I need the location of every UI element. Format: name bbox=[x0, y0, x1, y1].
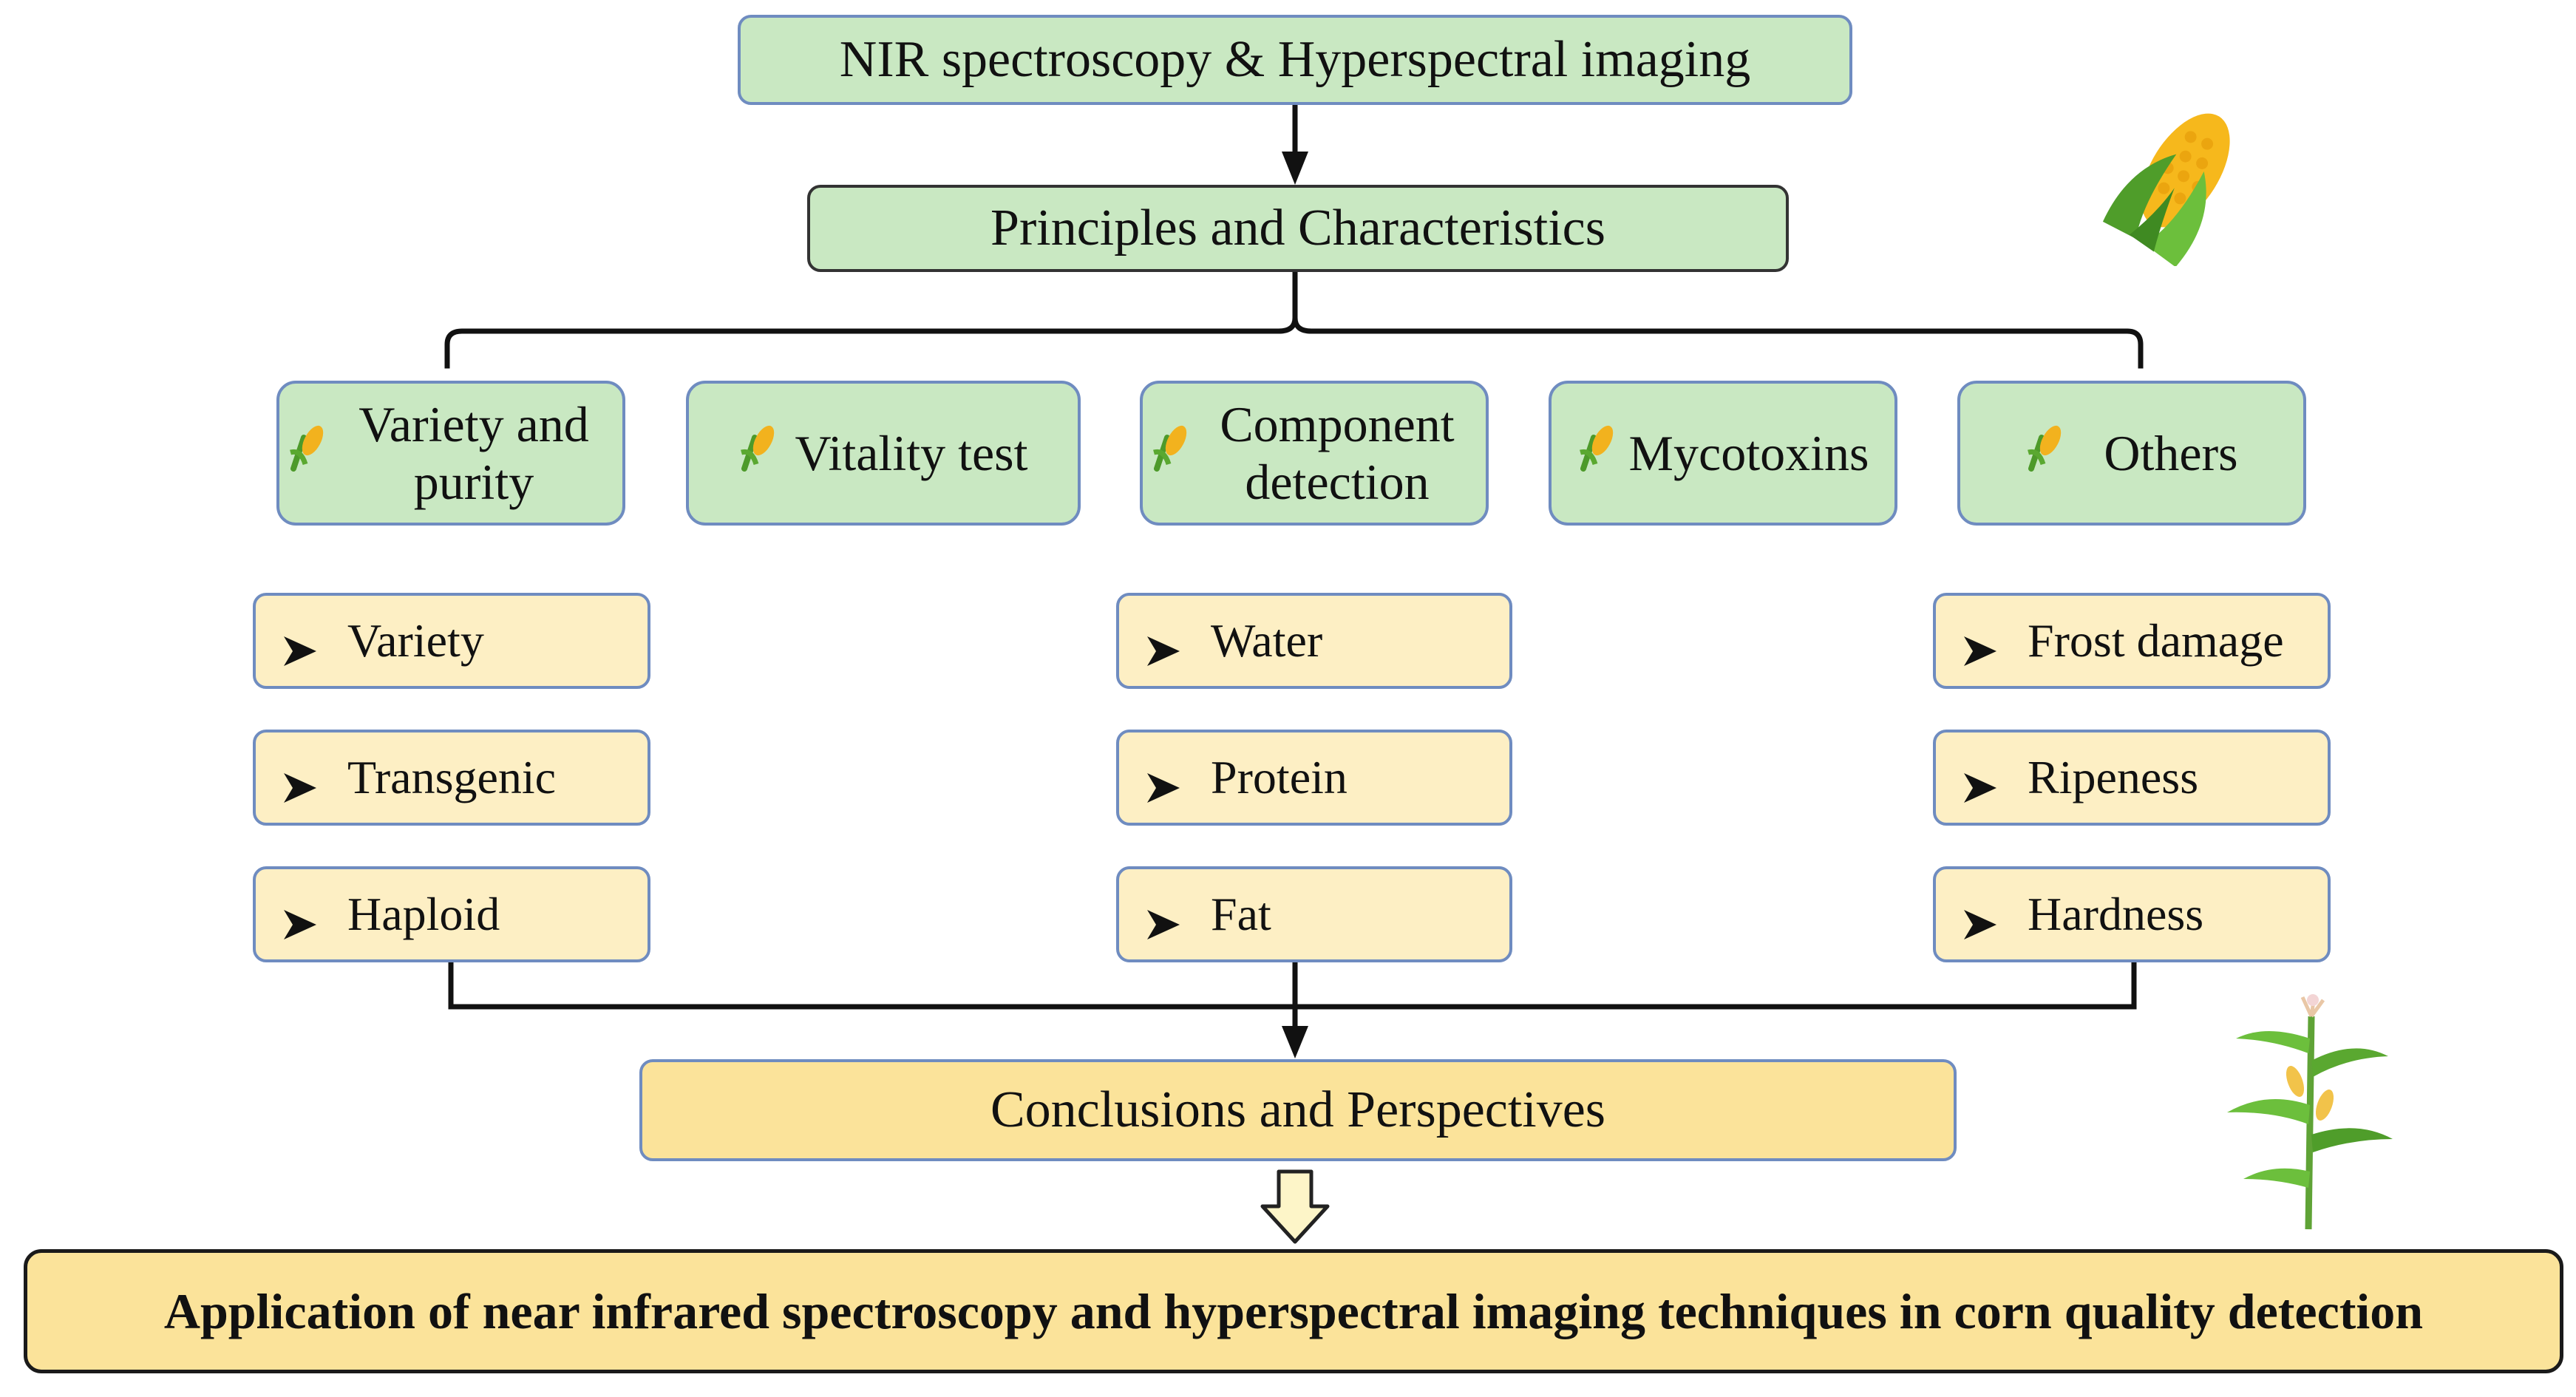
final-application-label: Application of near infrared spectroscop… bbox=[163, 1282, 2424, 1339]
item-label: Variety bbox=[347, 614, 484, 667]
corn-icon bbox=[2025, 423, 2067, 483]
final-application-box: Application of near infrared spectroscop… bbox=[24, 1249, 2563, 1373]
category-vitality-test: Vitality test bbox=[686, 381, 1081, 526]
nir-title-label: NIR spectroscopy & Hyperspectral imaging bbox=[839, 30, 1751, 88]
item-fat: Fat bbox=[1116, 866, 1512, 962]
item-variety: Variety bbox=[253, 593, 650, 689]
hollow-arrow-icon bbox=[1260, 1169, 1330, 1244]
item-haploid: Haploid bbox=[253, 866, 650, 962]
item-ripeness: Ripeness bbox=[1933, 730, 2331, 826]
category-label: Variety and purity bbox=[358, 395, 589, 510]
arrow-bullet-icon bbox=[1146, 761, 1181, 803]
category-others: Others bbox=[1957, 381, 2306, 526]
arrow-bullet-icon bbox=[1146, 625, 1181, 666]
category-label: Others bbox=[2104, 424, 2238, 481]
category-component-detection: Component detection bbox=[1140, 381, 1489, 526]
arrow-bullet-icon bbox=[282, 761, 318, 803]
item-label: Hardness bbox=[2028, 888, 2204, 941]
corn-icon bbox=[1577, 423, 1619, 483]
item-label: Fat bbox=[1211, 888, 1271, 941]
category-label: Vitality test bbox=[795, 424, 1028, 481]
item-label: Haploid bbox=[347, 888, 500, 941]
arrow-bullet-icon bbox=[1962, 898, 1998, 939]
principles-box: Principles and Characteristics bbox=[807, 185, 1789, 272]
category-label: Mycotoxins bbox=[1628, 424, 1869, 481]
conclusions-box: Conclusions and Perspectives bbox=[639, 1059, 1957, 1161]
corn-icon bbox=[288, 423, 329, 483]
item-water: Water bbox=[1116, 593, 1512, 689]
item-label: Transgenic bbox=[347, 751, 557, 804]
arrow-bullet-icon bbox=[282, 898, 318, 939]
category-label: Component detection bbox=[1220, 395, 1455, 510]
item-label: Water bbox=[1211, 614, 1323, 667]
corn-icon bbox=[738, 423, 780, 483]
category-mycotoxins: Mycotoxins bbox=[1549, 381, 1897, 526]
item-protein: Protein bbox=[1116, 730, 1512, 826]
item-frost-damage: Frost damage bbox=[1933, 593, 2331, 689]
item-hardness: Hardness bbox=[1933, 866, 2331, 962]
nir-title-box: NIR spectroscopy & Hyperspectral imaging bbox=[738, 15, 1852, 105]
corn-icon bbox=[1151, 423, 1192, 483]
corn-plant-icon bbox=[2227, 994, 2393, 1230]
arrow-bullet-icon bbox=[1962, 625, 1998, 666]
item-label: Frost damage bbox=[2028, 614, 2284, 667]
corn-cob-icon bbox=[2102, 113, 2230, 266]
category-variety-purity: Variety and purity bbox=[276, 381, 625, 526]
arrow-bullet-icon bbox=[1962, 761, 1998, 803]
arrow-bullet-icon bbox=[1146, 898, 1181, 939]
item-label: Protein bbox=[1211, 751, 1348, 804]
item-label: Ripeness bbox=[2028, 751, 2199, 804]
conclusions-label: Conclusions and Perspectives bbox=[990, 1081, 1606, 1138]
arrow-bullet-icon bbox=[282, 625, 318, 666]
item-transgenic: Transgenic bbox=[253, 730, 650, 826]
principles-label: Principles and Characteristics bbox=[990, 199, 1605, 256]
